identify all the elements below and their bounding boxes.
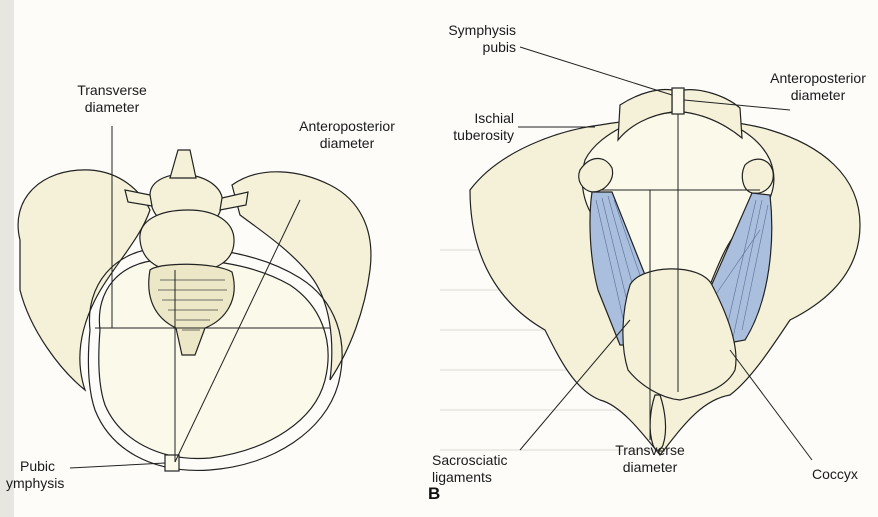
label-text: Pubic (6, 458, 76, 475)
label-text: pubis (430, 39, 516, 56)
label-text: diameter (604, 459, 696, 476)
label-text: diameter (762, 87, 874, 104)
label-anteroposterior-diameter-b: Anteroposterior diameter (762, 70, 874, 104)
figure-b-pelvis-inferior-view (470, 88, 860, 455)
label-coccyx: Coccyx (812, 466, 874, 483)
leader-symphysis-pubis (520, 47, 672, 95)
ischial-tuberosity-right (742, 159, 773, 193)
leader-coccyx (730, 350, 812, 460)
label-sacrosciatic-ligaments: Sacrosciatic ligaments (432, 452, 532, 486)
label-text: diameter (66, 99, 158, 116)
label-text: ymphysis (6, 475, 76, 492)
label-text: Symphysis (430, 22, 516, 39)
vertebral-body (140, 210, 234, 272)
label-text: ligaments (432, 469, 532, 486)
label-ischial-tuberosity: Ischial tuberosity (430, 110, 514, 144)
label-symphysis-pubis: Symphysis pubis (430, 22, 516, 56)
label-text: Ischial (430, 110, 514, 127)
label-transverse-diameter-b: Transverse diameter (604, 442, 696, 476)
label-anteroposterior-diameter-a: Anteroposterior diameter (282, 118, 412, 152)
symphysis-pubis-joint (672, 88, 684, 114)
panel-letter-b: B (428, 484, 440, 504)
spinous-process (170, 150, 196, 178)
label-text: Anteroposterior (282, 118, 412, 135)
label-text: Transverse (66, 82, 158, 99)
label-text: Anteroposterior (762, 70, 874, 87)
label-text: Transverse (604, 442, 696, 459)
label-text: Coccyx (812, 466, 874, 483)
label-pubic-symphysis-a: Pubic ymphysis (6, 458, 76, 492)
label-transverse-diameter-a: Transverse diameter (66, 82, 158, 116)
leader-pubic-symphysis-a (70, 463, 165, 468)
label-text: tuberosity (430, 127, 514, 144)
figure-a-pelvis-top-view (18, 150, 371, 471)
label-text: diameter (282, 135, 412, 152)
label-text: Sacrosciatic (432, 452, 532, 469)
